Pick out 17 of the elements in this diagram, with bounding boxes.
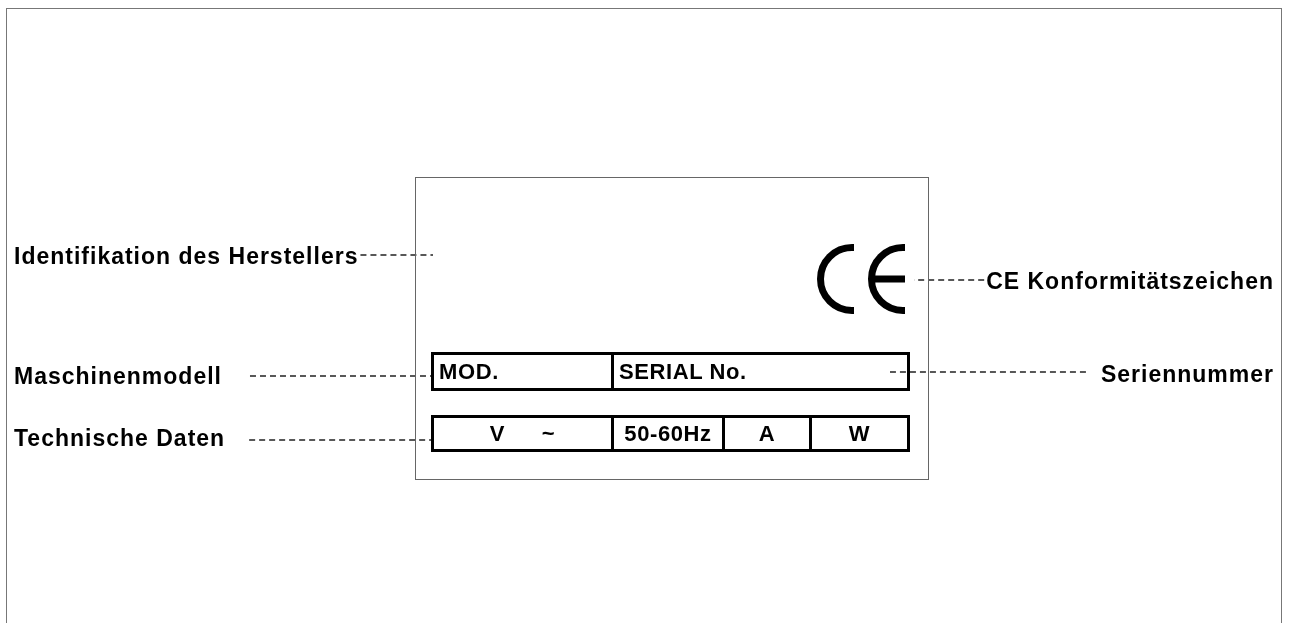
leader-line (889, 371, 1087, 373)
callout-label: Seriennummer (1100, 361, 1274, 387)
callout-label: Maschinenmodell (14, 363, 222, 389)
nameplate (415, 177, 929, 480)
callout-label: Identifikation des Herstellers (14, 243, 359, 269)
nameplate-field: W (809, 415, 910, 452)
leader-line (248, 439, 432, 441)
nameplate-field: MOD. (431, 352, 614, 391)
leader-line (249, 375, 432, 377)
callout-label: Technische Daten (14, 425, 226, 451)
nameplate-field: SERIAL No. (611, 352, 910, 391)
nameplate-field: A (722, 415, 812, 452)
callout-label: CE Konformitätszeichen (986, 268, 1274, 294)
nameplate-field: 50-60Hz (611, 415, 725, 452)
ce-mark-icon (817, 244, 905, 314)
nameplate-field: V ~ (431, 415, 614, 452)
leader-line (359, 254, 434, 256)
